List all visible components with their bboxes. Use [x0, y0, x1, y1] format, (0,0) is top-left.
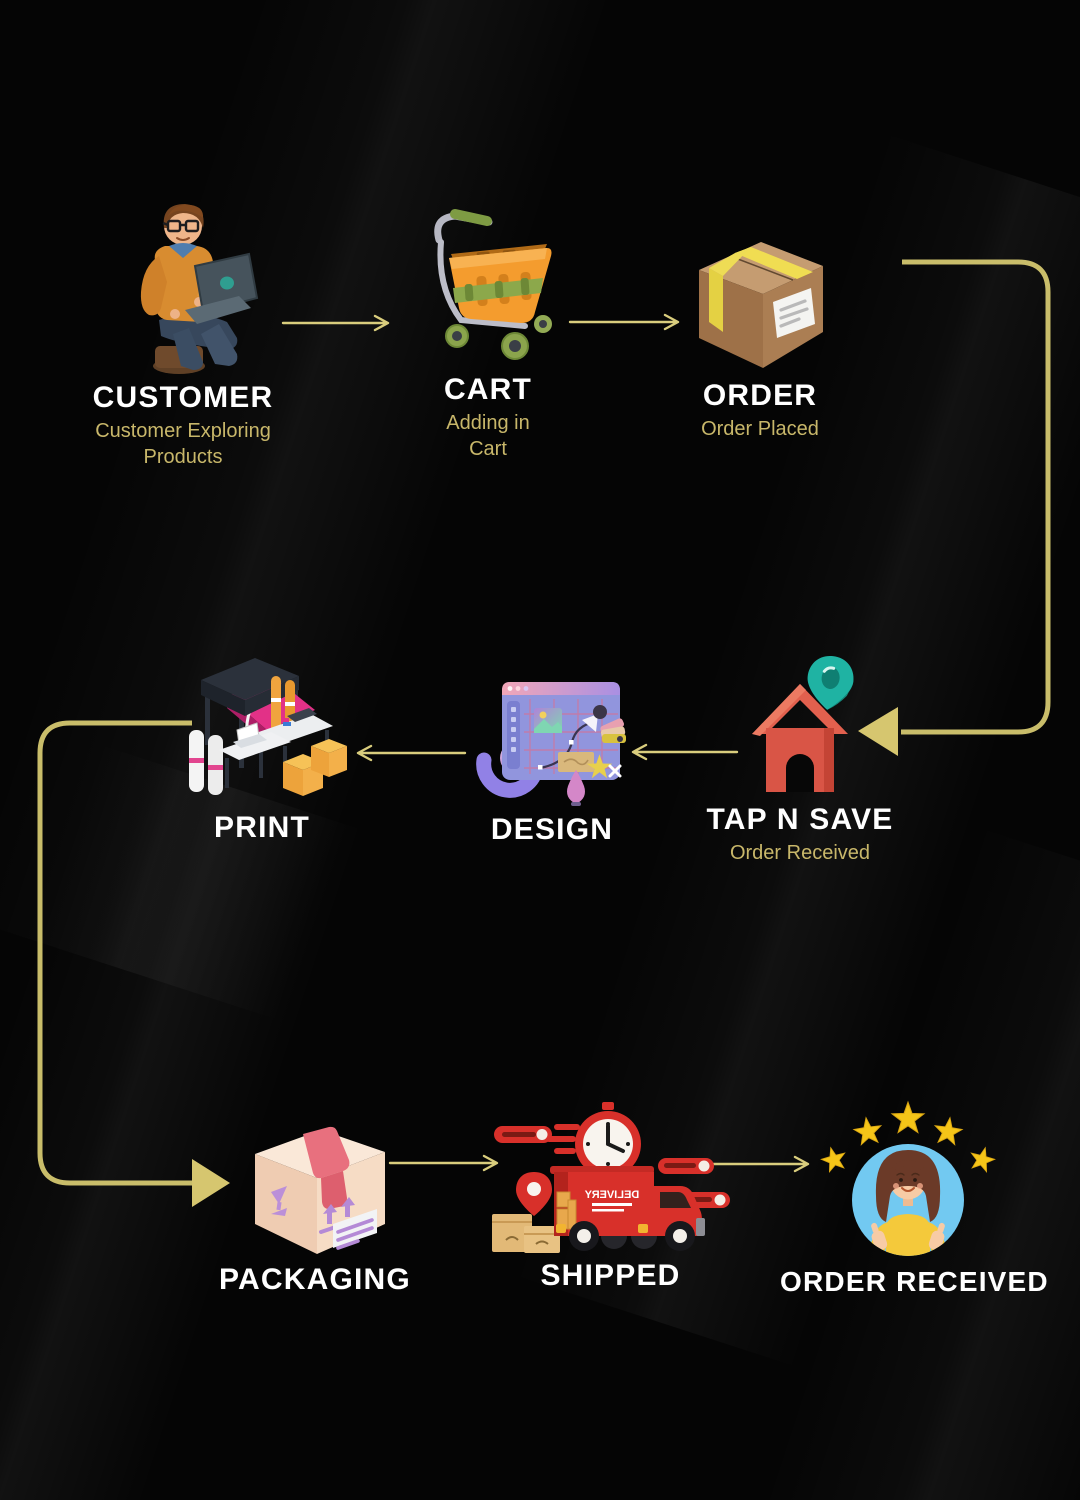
arrow-design-to-print-icon	[356, 744, 467, 762]
step-title: SHIPPED	[540, 1259, 681, 1292]
arrow-shipped-to-received-icon	[698, 1155, 810, 1173]
step-subtitle: Adding in Cart	[446, 412, 530, 460]
step-customer: CUSTOMER Customer Exploring Products	[70, 196, 296, 470]
packaging-box-3d-icon	[255, 1126, 385, 1254]
step-title: PACKAGING	[219, 1263, 411, 1296]
arrow-tapnsave-to-design-icon	[631, 743, 739, 761]
step-subtitle: Order Placed	[701, 418, 819, 440]
connector-order-to-tapnsave	[901, 259, 1051, 735]
print-machine-3d-icon	[188, 658, 347, 796]
step-title: PRINT	[214, 811, 310, 844]
step-title: CART	[443, 373, 533, 406]
truck-side-label: DELIVERY	[584, 1189, 639, 1201]
delivery-truck-3d-icon: DELIVERY	[492, 1102, 730, 1253]
shopping-cart-3d-icon	[434, 209, 552, 360]
customer-laptop-3d-icon	[140, 204, 259, 374]
step-title: ORDER RECEIVED	[780, 1266, 1049, 1297]
step-title: ORDER	[702, 379, 818, 412]
step-title: TAP N SAVE	[706, 803, 894, 836]
step-tap-n-save: TAP N SAVE Order Received	[688, 648, 912, 866]
happy-customer-rating-3d-icon	[818, 1101, 998, 1256]
step-subtitle: Order Received	[729, 842, 871, 864]
step-cart: CART Adding in Cart	[378, 196, 598, 462]
step-design: DESIGN	[440, 666, 664, 846]
step-shipped: DELIVERY SHIPPED	[488, 1096, 733, 1292]
parcel-box-3d-icon	[699, 242, 823, 368]
step-order-received: ORDER RECEIVED	[780, 1098, 1049, 1298]
arrow-packaging-to-shipped-icon	[388, 1154, 499, 1172]
connector-print-to-packaging	[37, 720, 192, 1186]
arrow-customer-to-cart-icon	[281, 314, 390, 332]
arrow-cart-to-order-icon	[568, 313, 680, 331]
step-title: DESIGN	[490, 813, 614, 846]
house-location-pin-3d-icon	[752, 656, 854, 792]
step-title: CUSTOMER	[92, 381, 274, 414]
step-packaging: PACKAGING	[203, 1092, 427, 1296]
step-order: ORDER Order Placed	[648, 222, 872, 442]
connector-arrowhead-left-icon	[858, 707, 898, 756]
connector-arrowhead-right-icon	[192, 1159, 230, 1207]
step-print: PRINT	[152, 638, 372, 844]
design-app-3d-icon	[476, 682, 626, 806]
step-subtitle: Customer Exploring Products	[95, 420, 271, 468]
